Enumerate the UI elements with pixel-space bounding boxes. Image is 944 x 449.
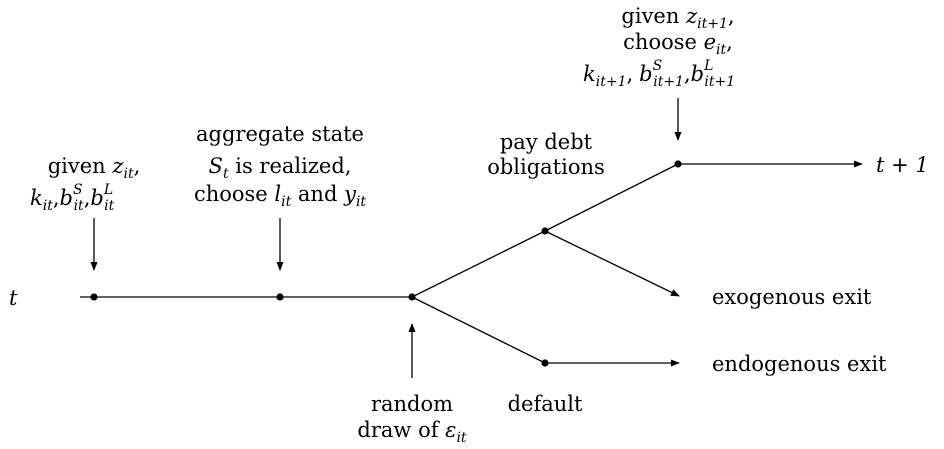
- node-default: [541, 359, 549, 367]
- edge-split-to-pay-debt: [411, 230, 546, 298]
- label-choose-e-it: choose eit,: [623, 30, 733, 58]
- label-draw-of-epsilon: draw of εit: [357, 418, 467, 446]
- node-split: [408, 293, 416, 301]
- edge-split-to-default: [411, 296, 546, 364]
- label-aggregate-state: aggregate state: [196, 122, 364, 146]
- label-t-plus-1: t + 1: [876, 153, 929, 177]
- edge-pay-debt-to-choose: [544, 163, 679, 232]
- node-pay-debt: [541, 227, 549, 235]
- node-choose-next: [674, 160, 682, 168]
- node-start: [90, 293, 98, 301]
- label-state-realized: St is realized,: [209, 154, 352, 182]
- label-choose-l-y: choose lit and yit: [194, 182, 366, 210]
- label-pay-debt: pay debt: [500, 130, 593, 154]
- label-exogenous-exit: exogenous exit: [712, 285, 872, 309]
- label-default: default: [508, 392, 583, 416]
- label-endogenous-exit: endogenous exit: [712, 352, 887, 376]
- label-given-z-it: given zit,: [48, 154, 141, 182]
- label-t: t: [9, 286, 18, 310]
- edge-to-exogenous-exit: [544, 230, 680, 297]
- label-given-z-next: given zit+1,: [621, 4, 734, 32]
- label-random: random: [371, 392, 453, 416]
- node-aggregate: [276, 293, 284, 301]
- label-obligations: obligations: [487, 155, 605, 179]
